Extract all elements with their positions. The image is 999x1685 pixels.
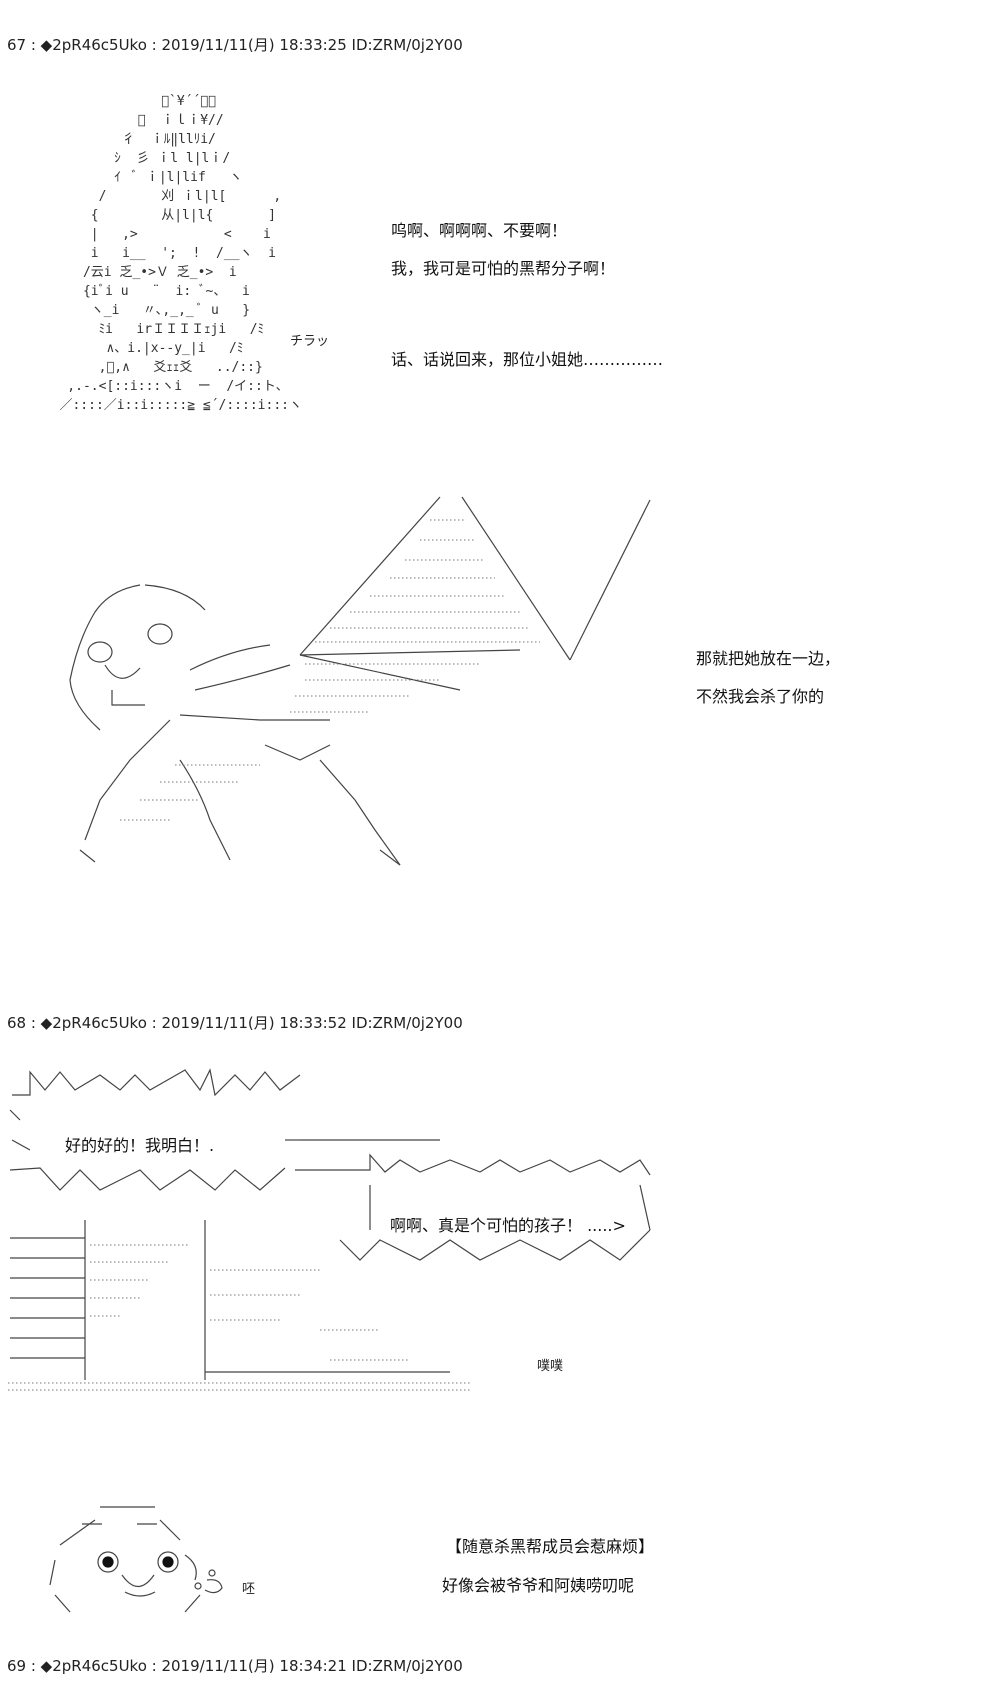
sfx-pfft: 噗噗 <box>537 1359 564 1374</box>
shout-right-text: 啊啊、真是个可怕的孩子！ .....> <box>390 1216 626 1235</box>
caption-line: 好像会被爷爷和阿姨唠叨呢 <box>442 1576 635 1595</box>
dialogue-line-4: 那就把她放在一边， <box>696 649 841 668</box>
sfx-glance: チラッ <box>290 334 330 349</box>
dialogue-line-5: 不然我会杀了你的 <box>696 687 825 706</box>
dialogue-line-1: 呜啊、啊啊啊、不要啊！ <box>391 221 568 240</box>
shout-left-text: 好的好的！我明白！. <box>65 1136 215 1155</box>
caption-bracket: 【随意杀黑帮成员会惹麻烦】 <box>446 1537 655 1556</box>
dialogue-line-2: 我，我可是可怕的黑帮分子啊！ <box>391 259 616 278</box>
sfx-tsk: 呸 <box>242 1582 256 1597</box>
ascii-art-man: ﾞ`¥´´ﾞ〃 ﾞ ｉｌｉ¥// 彳 ｉﾙ‖llﾘi/ ｼ 彡 ｉl l|lｉ/… <box>59 94 302 413</box>
post-header-68: 68 : ◆2pR46c5Uko : 2019/11/11(月) 18:33:5… <box>7 1014 463 1032</box>
dialogue-line-3: 话、话说回来，那位小姐她…………… <box>391 350 664 369</box>
post-header-67: 67 : ◆2pR46c5Uko : 2019/11/11(月) 18:33:2… <box>7 36 463 54</box>
post-header-69: 69 : ◆2pR46c5Uko : 2019/11/11(月) 18:34:2… <box>7 1657 463 1675</box>
